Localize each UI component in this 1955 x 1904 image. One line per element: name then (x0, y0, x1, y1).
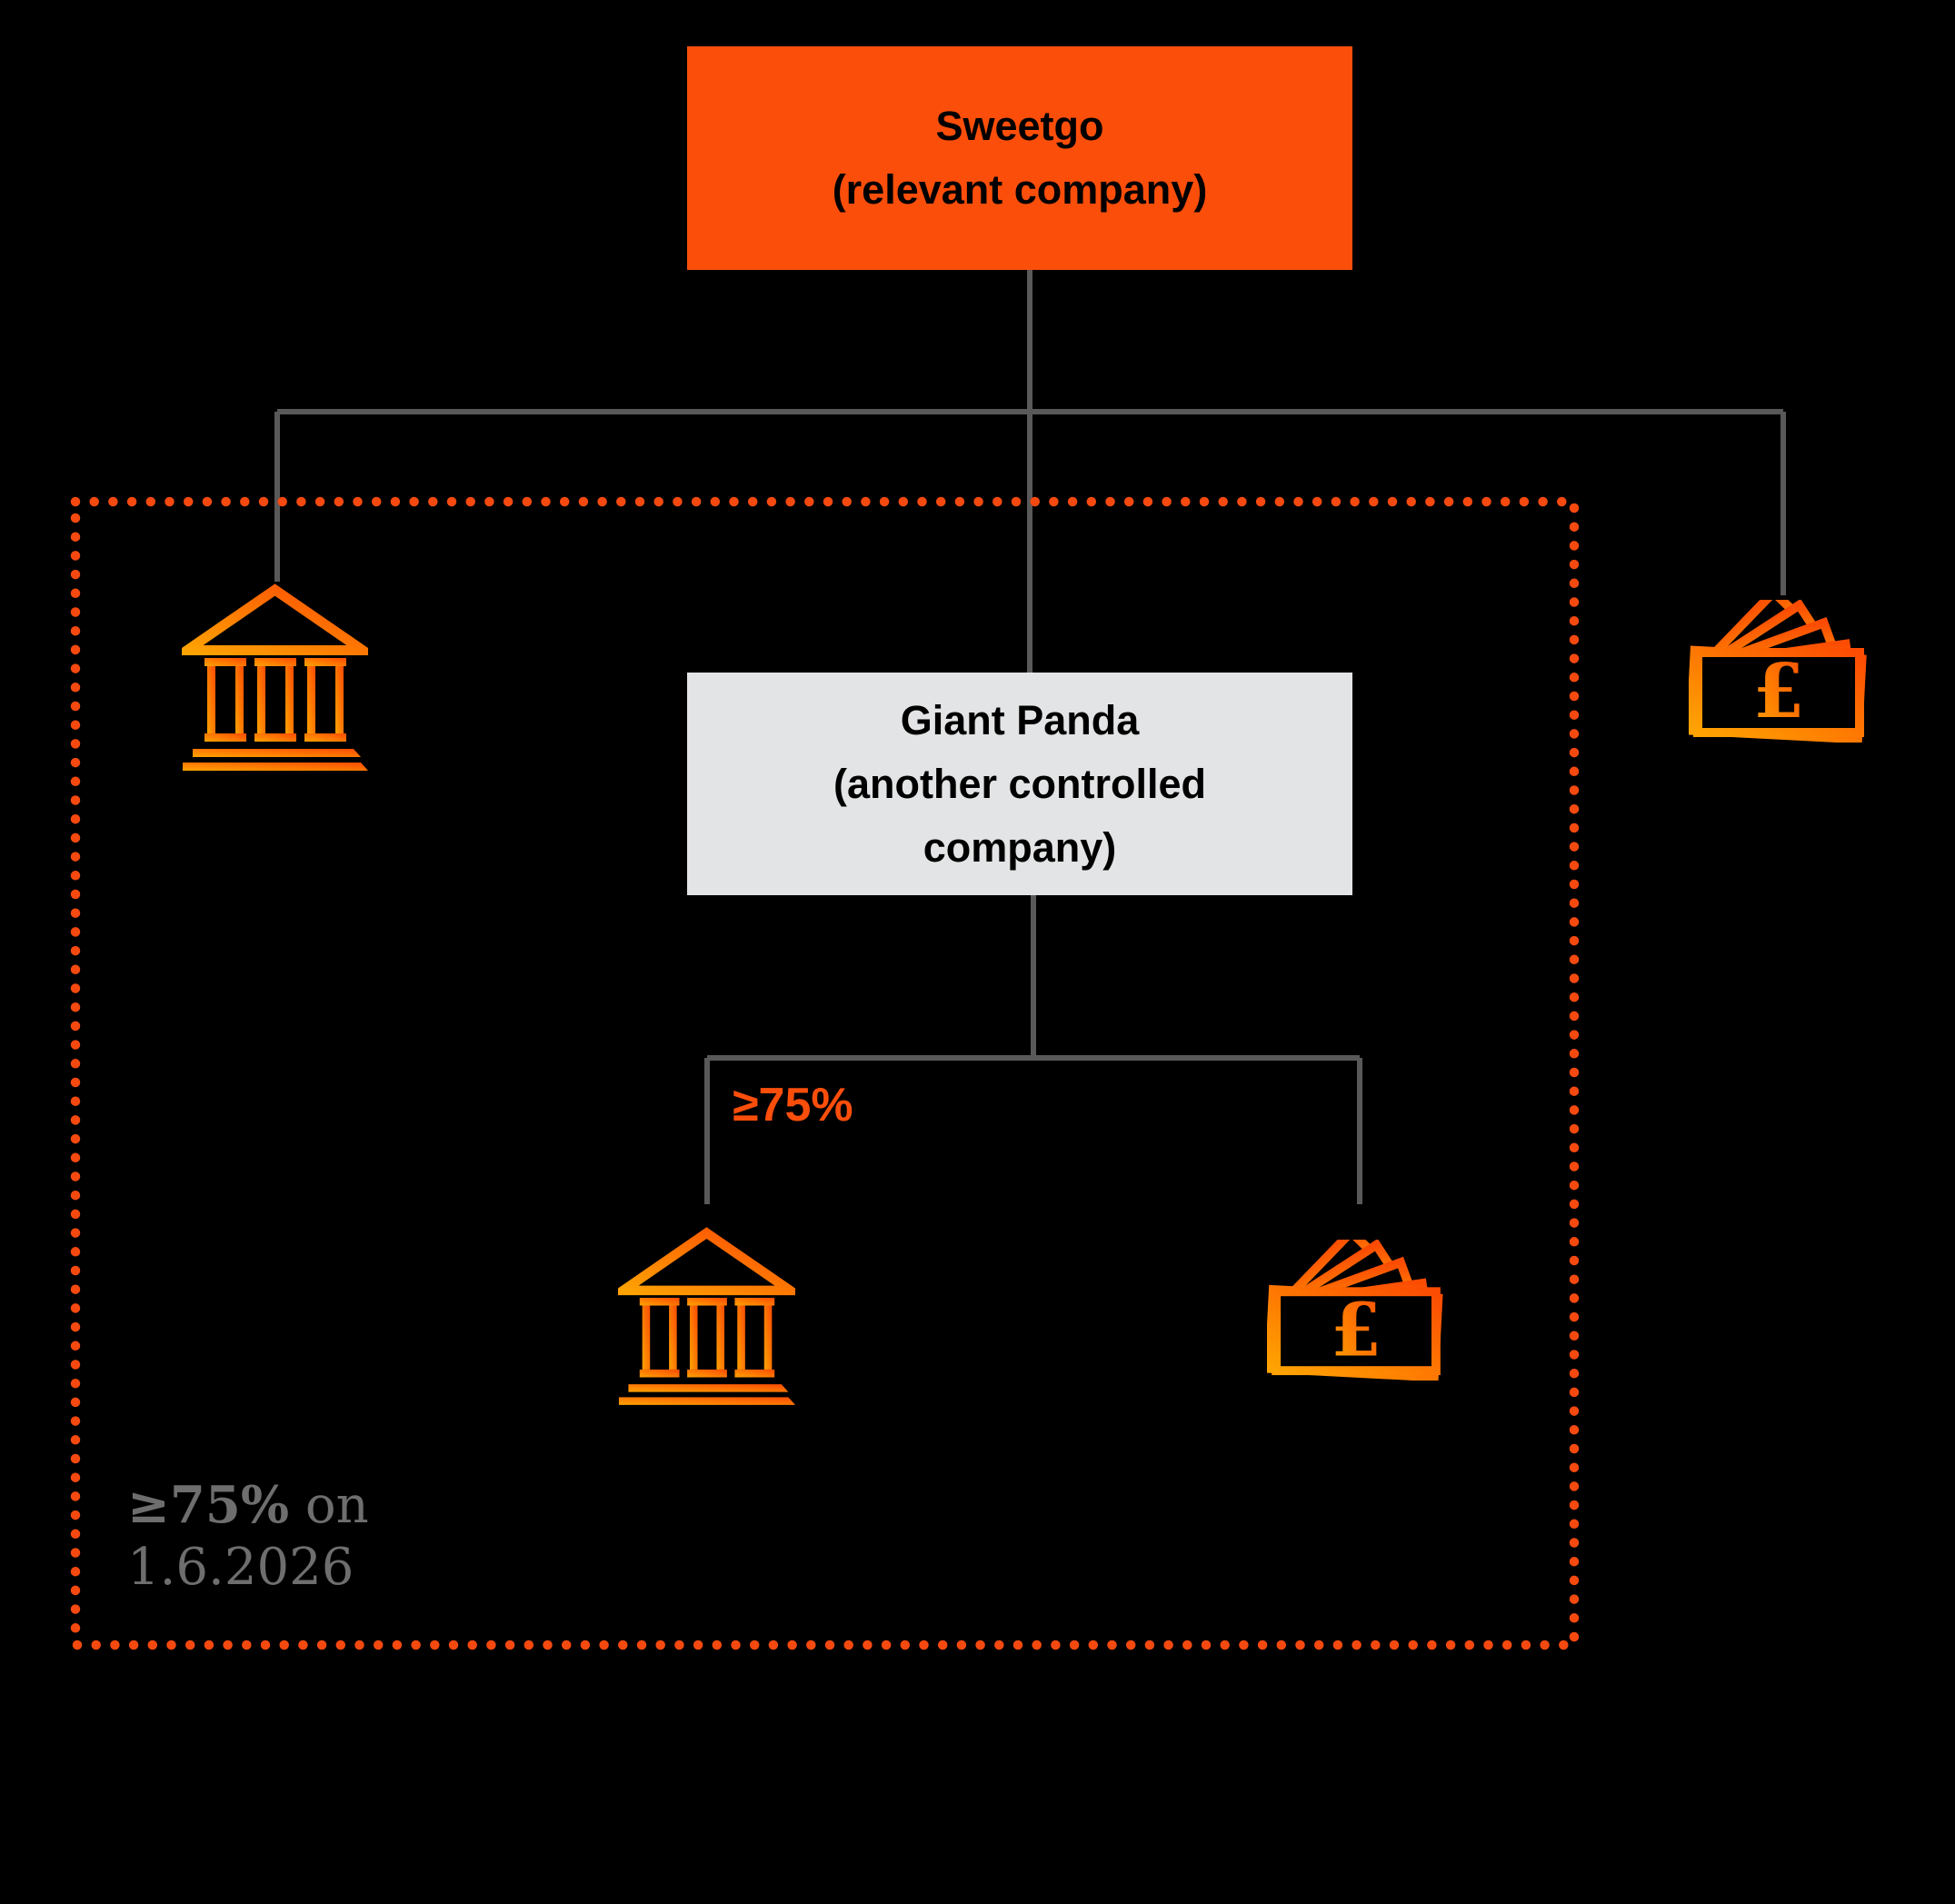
node-sweetgo: Sweetgo (relevant company) (687, 46, 1352, 270)
dotted-group-border (70, 496, 1580, 1650)
node-giant-panda: Giant Panda (another controlled company) (687, 673, 1352, 895)
ownership-percentage-label: ≥75% (733, 1079, 853, 1131)
node-giant-panda-subtitle: (another controlled company) (833, 760, 1206, 871)
node-giant-panda-title: Giant Panda (900, 696, 1140, 743)
pound-symbol: £ (1331, 1287, 1381, 1373)
node-sweetgo-subtitle: (relevant company) (832, 166, 1208, 213)
node-sweetgo-title: Sweetgo (935, 103, 1104, 149)
group-condition-note: ≥75% on 1.6.2026 (127, 1474, 369, 1599)
group-condition-note-line2: 1.6.2026 (127, 1538, 354, 1597)
bank-icon (618, 1227, 795, 1405)
pound-symbol: £ (1752, 648, 1804, 735)
banknotes-icon: £ (1267, 1240, 1443, 1381)
group-condition-note-line1: ≥75% on (127, 1475, 369, 1535)
bank-icon (182, 583, 368, 771)
banknotes-icon: £ (1689, 600, 1867, 743)
